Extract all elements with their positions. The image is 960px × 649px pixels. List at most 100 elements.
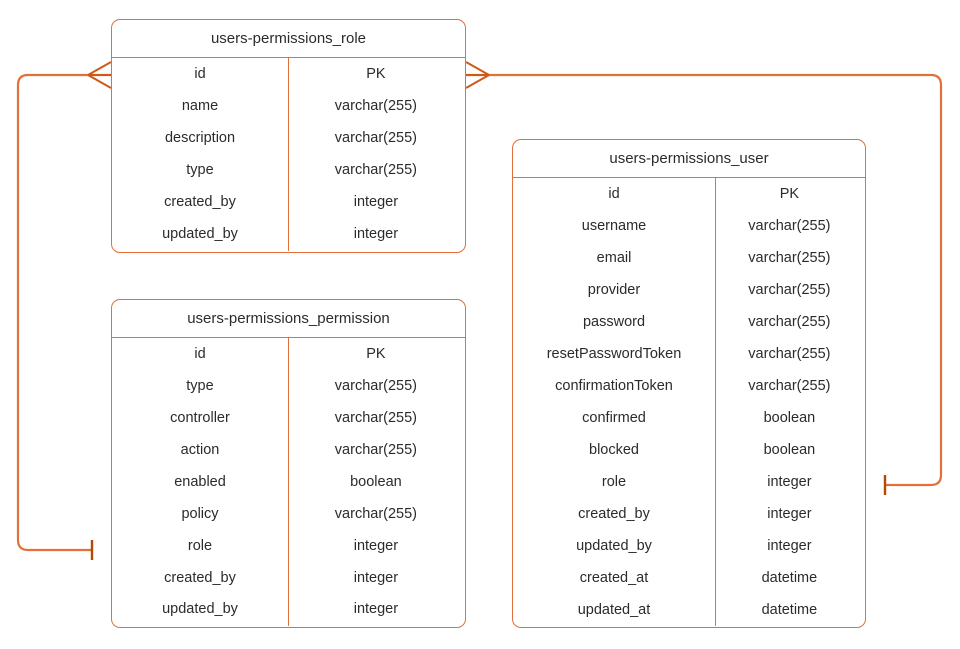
field-row[interactable]: enabled boolean (112, 466, 465, 498)
field-type: varchar(255) (334, 131, 417, 146)
field-name: type (186, 378, 214, 394)
field-name: id (608, 186, 620, 202)
field-name: confirmed (582, 410, 646, 426)
field-name: controller (170, 410, 230, 426)
field-name: provider (587, 282, 641, 298)
field-row[interactable]: created_at datetime (513, 562, 865, 594)
entity-title-role: users-permissions_role (112, 20, 465, 58)
relationship-permission-role (16, 61, 112, 560)
field-row[interactable]: created_by integer (112, 562, 465, 594)
field-row[interactable]: email varchar(255) (513, 242, 865, 274)
field-name: created_by (164, 195, 236, 210)
field-row[interactable]: blocked boolean (513, 434, 865, 466)
field-type: varchar(255) (748, 282, 831, 298)
field-type: integer (353, 602, 399, 617)
field-row[interactable]: controller varchar(255) (112, 402, 465, 434)
field-type: integer (767, 474, 812, 490)
field-type: varchar(255) (748, 314, 831, 330)
field-name: updated_by (576, 538, 652, 554)
field-type: PK (366, 66, 386, 82)
field-type: boolean (350, 474, 402, 490)
field-row[interactable]: created_by integer (513, 498, 865, 530)
field-name: name (181, 98, 219, 114)
field-type: PK (779, 186, 800, 202)
column-divider (715, 178, 716, 626)
field-type: datetime (761, 570, 818, 586)
field-row[interactable]: name varchar(255) (112, 90, 465, 122)
crows-foot-many-icon (87, 61, 112, 89)
field-row[interactable]: role integer (513, 466, 865, 498)
field-row[interactable]: role integer (112, 530, 465, 562)
field-row[interactable]: updated_by integer (513, 530, 865, 562)
field-name: updated_by (162, 227, 238, 242)
field-type: integer (767, 538, 812, 554)
field-type: boolean (763, 442, 816, 458)
field-row[interactable]: password varchar(255) (513, 306, 865, 338)
field-name: blocked (589, 442, 639, 458)
field-row[interactable]: updated_by integer (112, 594, 465, 626)
field-name: policy (181, 506, 219, 522)
field-type: integer (767, 506, 812, 522)
field-name: enabled (174, 474, 226, 490)
field-name: confirmationToken (555, 378, 673, 394)
field-row[interactable]: created_by integer (112, 187, 465, 219)
field-name: created_by (578, 506, 650, 522)
field-type: varchar(255) (334, 410, 417, 426)
field-name: type (186, 163, 214, 178)
field-row[interactable]: action varchar(255) (112, 434, 465, 466)
field-type: varchar(255) (334, 163, 417, 178)
field-row[interactable]: id PK (112, 338, 465, 370)
field-row[interactable]: confirmed boolean (513, 402, 865, 434)
field-type: boolean (763, 410, 816, 426)
field-type: datetime (761, 602, 818, 618)
field-row[interactable]: confirmationToken varchar(255) (513, 370, 865, 402)
field-type: varchar(255) (334, 442, 417, 458)
field-row[interactable]: policy varchar(255) (112, 498, 465, 530)
crows-foot-many-icon (465, 61, 490, 89)
field-type: varchar(255) (334, 506, 417, 522)
field-type: varchar(255) (334, 98, 417, 114)
field-name: role (601, 474, 627, 490)
field-type: integer (353, 195, 399, 210)
field-name: password (582, 314, 646, 330)
field-name: id (194, 346, 206, 362)
entity-title-permission: users-permissions_permission (112, 300, 465, 338)
column-divider (288, 338, 289, 626)
field-row[interactable]: type varchar(255) (112, 154, 465, 186)
field-row[interactable]: id PK (112, 58, 465, 90)
field-row[interactable]: id PK (513, 178, 865, 210)
column-divider (288, 58, 289, 251)
field-name: role (187, 538, 213, 554)
relationship-line (16, 73, 111, 552)
field-row[interactable]: provider varchar(255) (513, 274, 865, 306)
field-name: username (581, 218, 647, 234)
field-row[interactable]: updated_at datetime (513, 594, 865, 626)
field-type: PK (366, 346, 386, 362)
entity-fields-role: id PK name varchar(255) description varchar(2… (112, 58, 465, 251)
field-row[interactable]: updated_by integer (112, 219, 465, 251)
field-type: integer (353, 227, 399, 242)
field-name: email (596, 250, 632, 266)
field-type: integer (353, 538, 399, 554)
field-type: varchar(255) (748, 346, 831, 362)
field-name: updated_by (162, 602, 238, 617)
field-type: varchar(255) (748, 378, 831, 394)
field-name: id (194, 66, 206, 82)
field-type: integer (353, 570, 399, 586)
field-name: created_at (579, 570, 649, 586)
field-name: action (180, 442, 220, 458)
field-name: description (164, 131, 236, 146)
field-row[interactable]: description varchar(255) (112, 122, 465, 154)
field-name: created_by (164, 570, 236, 586)
field-name: updated_at (577, 602, 651, 618)
field-type: varchar(255) (748, 250, 831, 266)
